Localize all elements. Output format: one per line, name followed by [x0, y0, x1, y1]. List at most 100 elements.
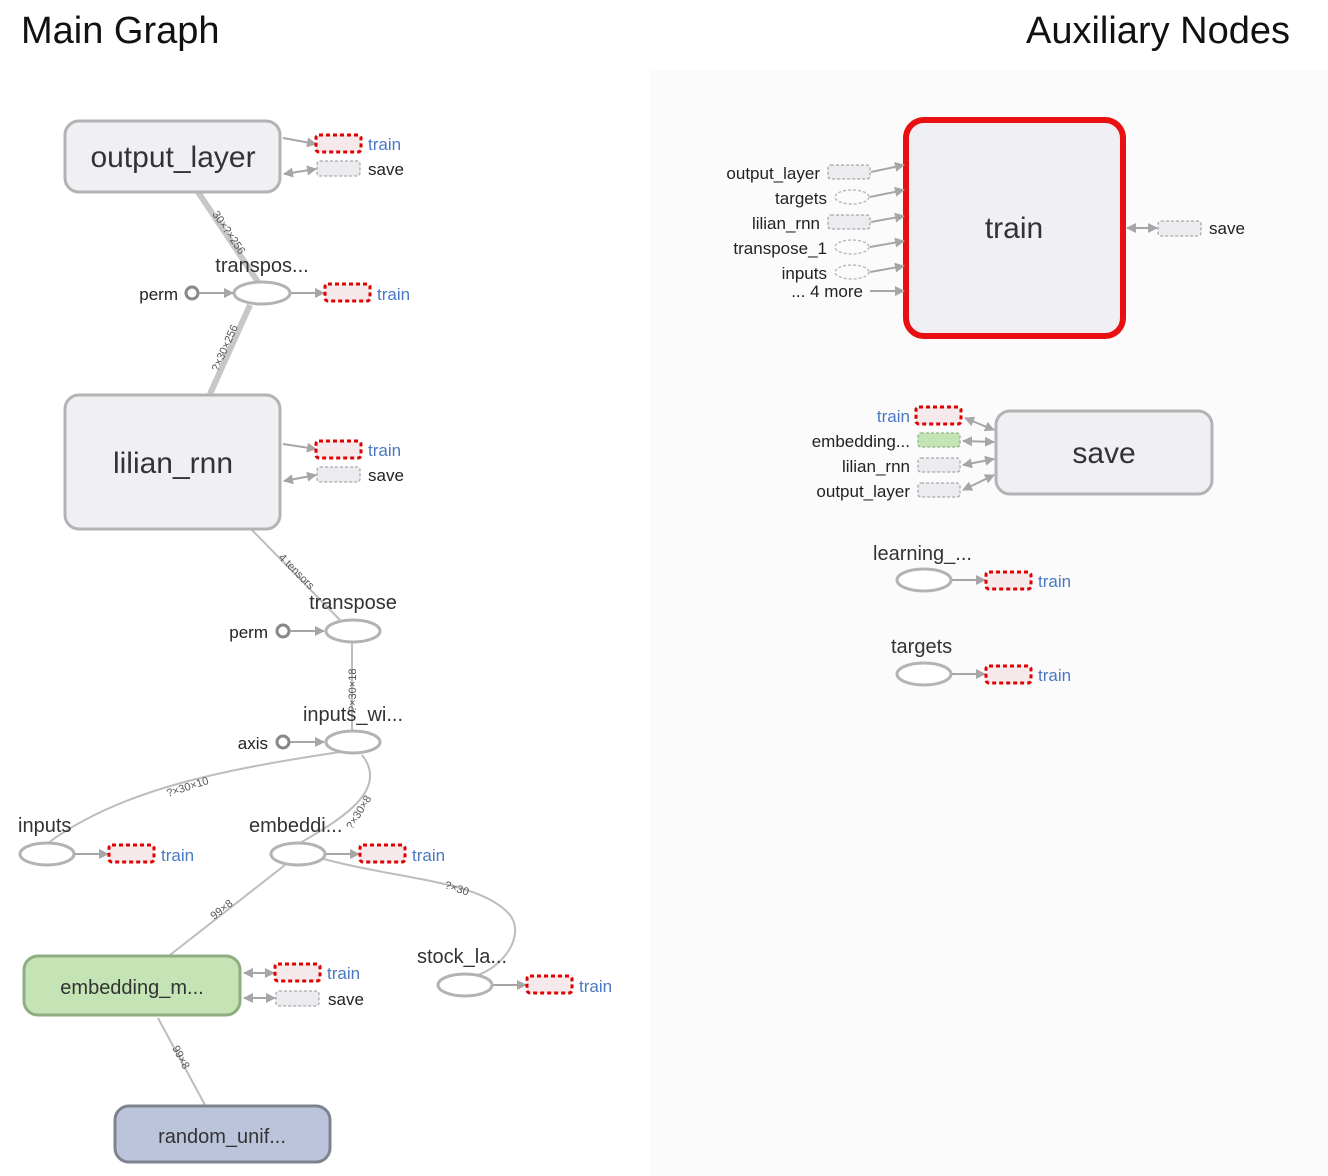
series-icon[interactable] — [917, 482, 961, 498]
edge-embedding-m-to-embeddi[interactable] — [169, 864, 286, 956]
aux-node-targets[interactable]: targets — [891, 636, 953, 687]
aux-train-input-label[interactable]: targets — [775, 189, 827, 208]
aux-train-input-label[interactable]: transpose_1 — [733, 239, 827, 258]
edge-rnn-to-transpose[interactable] — [251, 529, 341, 621]
train-link[interactable]: train — [1038, 572, 1071, 591]
train-series-icon[interactable] — [107, 843, 156, 864]
aux-node-label-targets: targets — [891, 636, 952, 658]
node-transpose[interactable]: transpose — [309, 592, 397, 644]
auxiliary-nodes-title: Auxiliary Nodes — [1026, 10, 1290, 52]
axis-label: axis — [238, 734, 268, 753]
aux-targets-series: train — [952, 664, 1071, 685]
train-link[interactable]: train — [579, 977, 612, 996]
op-icon[interactable] — [834, 189, 870, 205]
node-label-transpose-1: transpos... — [215, 255, 308, 277]
train-link[interactable]: train — [877, 407, 910, 426]
train-series-icon[interactable] — [914, 405, 963, 426]
train-series-icon[interactable] — [984, 570, 1033, 591]
aux-node-learning[interactable]: learning_... — [873, 543, 972, 593]
aux-save-inputs: train embedding... lilian_rnn output_lay… — [812, 405, 995, 501]
node-label-inputs: inputs — [18, 815, 71, 837]
aux-node-save[interactable]: save — [994, 409, 1214, 496]
const-icon — [184, 285, 200, 301]
op-icon[interactable] — [834, 264, 870, 280]
train-series-icon[interactable] — [984, 664, 1033, 685]
train-link[interactable]: train — [161, 846, 194, 865]
perm-1-const[interactable]: perm — [139, 285, 234, 304]
node-random-unif[interactable]: random_unif... — [113, 1104, 332, 1164]
node-lilian-rnn[interactable]: lilian_rnn — [63, 393, 282, 531]
series-icon[interactable] — [917, 457, 961, 473]
edge-label-inputs-to-inputs-wi: ?×30×10 — [165, 775, 210, 800]
train-link[interactable]: train — [368, 135, 401, 154]
aux-node-train[interactable]: train — [903, 117, 1126, 339]
main-graph-title: Main Graph — [21, 10, 220, 52]
train-link[interactable]: train — [368, 441, 401, 460]
save-series-icon[interactable] — [275, 990, 320, 1007]
aux-node-label-save: save — [1072, 437, 1135, 470]
aux-save-input-label[interactable]: lilian_rnn — [842, 457, 910, 476]
node-label-output-layer: output_layer — [90, 141, 255, 174]
aux-train-more-label[interactable]: ... 4 more — [791, 282, 863, 301]
inputs-series: train — [75, 843, 194, 865]
lilian-rnn-series: train save — [282, 439, 404, 485]
perm-2-const[interactable]: perm — [229, 623, 325, 642]
aux-save-input-label[interactable]: output_layer — [816, 482, 910, 501]
edge-transpose-to-rnn[interactable] — [207, 303, 253, 396]
series-icon[interactable] — [827, 214, 871, 230]
aux-node-label-learning: learning_... — [873, 543, 972, 565]
aux-train-input-label[interactable]: output_layer — [726, 164, 820, 183]
train-link[interactable]: train — [377, 285, 410, 304]
series-icon[interactable] — [827, 164, 871, 180]
train-series-icon[interactable] — [273, 962, 322, 983]
edge-embeddi-to-inputs-wi[interactable] — [299, 754, 372, 844]
aux-node-label-train: train — [985, 212, 1043, 245]
edge-label-stock-to-embeddi: ?×30 — [443, 879, 470, 898]
node-label-transpose: transpose — [309, 592, 397, 614]
train-link[interactable]: train — [1038, 666, 1071, 685]
node-label-embedding-m: embedding_m... — [60, 977, 203, 999]
train-link[interactable]: train — [327, 964, 360, 983]
node-output-layer[interactable]: output_layer — [63, 119, 282, 194]
train-link[interactable]: train — [412, 846, 445, 865]
edge-label-transpose-to-inputs-wi: ?×30×18 — [347, 669, 359, 712]
save-link[interactable]: save — [368, 466, 404, 485]
aux-learning-series: train — [952, 570, 1071, 591]
save-series-icon[interactable] — [316, 466, 361, 483]
save-link[interactable]: save — [1209, 219, 1245, 238]
train-series-icon[interactable] — [314, 133, 363, 154]
node-label-embeddi: embeddi... — [249, 815, 342, 837]
aux-train-input-label[interactable]: inputs — [782, 264, 827, 283]
node-inputs-wi[interactable]: inputs_wi... — [303, 704, 403, 755]
node-stock-la[interactable]: stock_la... — [417, 946, 507, 998]
const-icon — [275, 623, 291, 639]
edge-random-to-embedding-m[interactable] — [157, 1017, 206, 1106]
series-icon[interactable] — [917, 432, 961, 448]
aux-save-input-label[interactable]: embedding... — [812, 432, 910, 451]
edge-output-to-transpose[interactable] — [195, 190, 261, 284]
aux-train-inputs: output_layer targets lilian_rnn transpos… — [726, 161, 905, 301]
node-embedding-m[interactable]: embedding_m... — [22, 954, 242, 1017]
edge-inputs-to-inputs-wi[interactable] — [47, 751, 341, 844]
save-series-icon[interactable] — [316, 160, 361, 177]
save-link[interactable]: save — [368, 160, 404, 179]
node-embeddi[interactable]: embeddi... — [249, 815, 342, 867]
edge-labels: 30×?×256 ?×30×256 4 tensors ?×30×18 ?×30… — [165, 209, 470, 1071]
train-series-icon[interactable] — [314, 439, 363, 460]
op-icon[interactable] — [834, 239, 870, 255]
train-series-icon[interactable] — [525, 974, 574, 995]
save-series-icon[interactable] — [1157, 220, 1202, 237]
edge-label-rnn-to-transpose: 4 tensors — [276, 552, 317, 593]
train-series-icon[interactable] — [323, 282, 372, 303]
axis-const[interactable]: axis — [238, 734, 325, 753]
edge-label-output-to-transpose: 30×?×256 — [210, 209, 248, 257]
node-inputs[interactable]: inputs — [18, 815, 76, 867]
save-link[interactable]: save — [328, 990, 364, 1009]
node-label-inputs-wi: inputs_wi... — [303, 704, 403, 726]
edge-stock-to-embeddi[interactable] — [319, 857, 517, 976]
aux-train-input-label[interactable]: lilian_rnn — [752, 214, 820, 233]
embeddi-series: train — [326, 843, 445, 865]
train-series-icon[interactable] — [358, 843, 407, 864]
node-transpose-1[interactable]: transpos... — [215, 255, 309, 306]
